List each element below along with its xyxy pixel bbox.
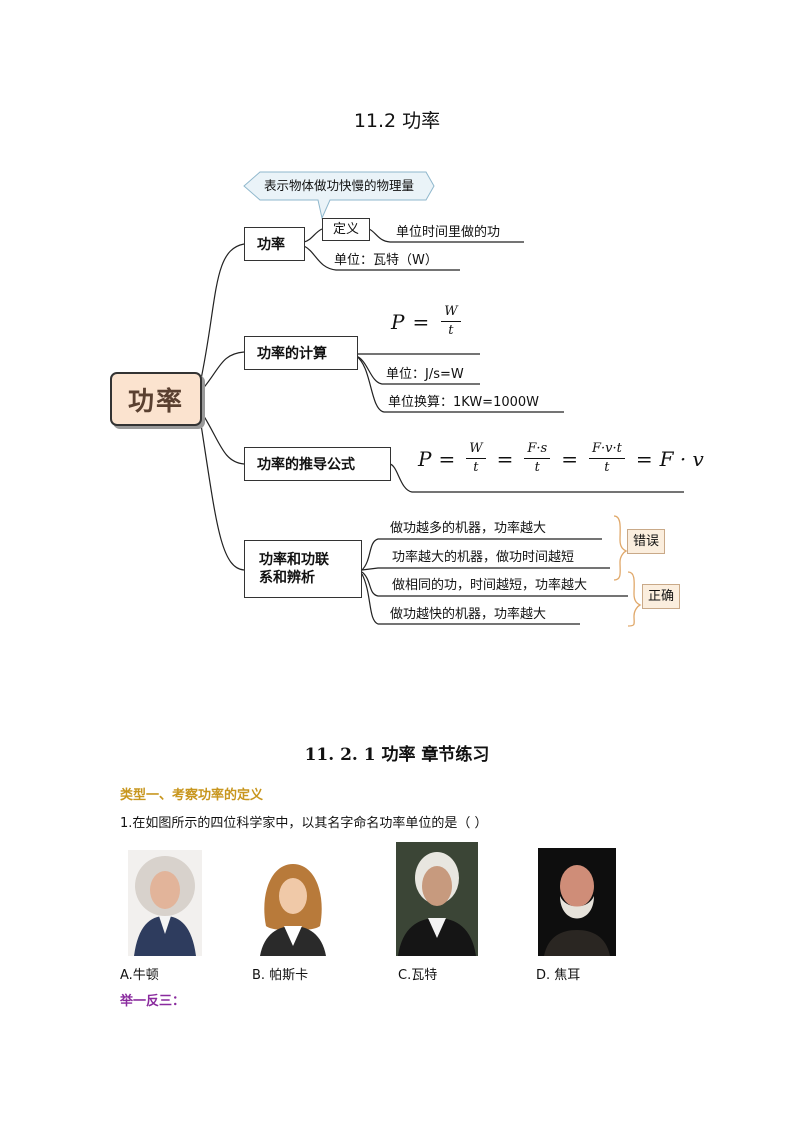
callout: 表示物体做功快慢的物理量 bbox=[244, 172, 434, 200]
derived-formula: P = W t = F·s t = F·v·t t = F · v bbox=[418, 441, 704, 476]
derived-fraction-1: W t bbox=[466, 441, 486, 476]
option-d: D. 焦耳 bbox=[536, 968, 581, 983]
connector-b2-conversion bbox=[355, 355, 564, 413]
formula-denominator: t bbox=[448, 323, 454, 338]
derived-num-3: F·v·t bbox=[588, 441, 625, 459]
derived-den-3: t bbox=[604, 460, 610, 475]
analysis-item-4: 做功越快的机器，功率越大 bbox=[390, 607, 547, 622]
derived-p: P bbox=[418, 446, 432, 471]
connector-b3-formula bbox=[389, 463, 684, 493]
question-text: 1.在如图所示的四位科学家中，以其名字命名功率单位的是（ ） bbox=[120, 816, 488, 831]
power-unit-text: 单位：瓦特（W） bbox=[334, 253, 438, 268]
extend-heading: 举一反三： bbox=[120, 994, 186, 1009]
connector-b1-unit bbox=[303, 245, 460, 271]
connector-b1-deftext bbox=[368, 228, 524, 243]
definition-text: 单位时间里做的功 bbox=[396, 225, 501, 240]
calc-unit-text: 单位：J/s=W bbox=[386, 367, 464, 382]
branch4-label-line1: 功率和功联 bbox=[259, 552, 329, 568]
connector-b4-item4 bbox=[361, 573, 580, 625]
definition-tag: 定义 bbox=[322, 218, 370, 241]
formula-fraction: W t bbox=[441, 304, 461, 339]
pascal-portrait bbox=[256, 856, 330, 956]
branch2-node: 功率的计算 bbox=[244, 336, 358, 370]
wrong-tag: 错误 bbox=[627, 529, 665, 554]
connector-b2-unit bbox=[355, 355, 480, 385]
page-title: 11.2 功率 bbox=[353, 110, 441, 132]
branch4-label-line2: 系和辨析 bbox=[259, 570, 315, 586]
derived-den-1: t bbox=[473, 460, 479, 475]
branch1-node: 功率 bbox=[244, 227, 305, 261]
option-b: B. 帕斯卡 bbox=[252, 968, 309, 983]
derived-fraction-2: F·s t bbox=[524, 441, 551, 476]
analysis-item-3: 做相同的功，时间越短，功率越大 bbox=[392, 578, 588, 593]
derived-eq-1: = bbox=[438, 446, 456, 471]
connector-b1-definition bbox=[303, 228, 323, 243]
branch3-node: 功率的推导公式 bbox=[244, 447, 391, 481]
connector-b4-item2 bbox=[361, 567, 610, 571]
connector-b4-item1 bbox=[361, 538, 602, 571]
derived-fraction-3: F·v·t t bbox=[588, 441, 625, 476]
analysis-item-2: 功率越大的机器，做功时间越短 bbox=[392, 550, 575, 565]
connector-b4-item3 bbox=[361, 571, 628, 597]
type-heading: 类型一、考察功率的定义 bbox=[120, 788, 264, 803]
bracket-wrong bbox=[613, 515, 628, 581]
derived-eq-3: = bbox=[561, 446, 578, 471]
connector-root-branch4 bbox=[199, 417, 245, 571]
mindmap-root-node: 功率 bbox=[110, 372, 202, 426]
power-formula: P = W t bbox=[391, 304, 465, 339]
option-a: A.牛顿 bbox=[120, 968, 159, 983]
connector-root-branch2 bbox=[199, 351, 245, 393]
right-tag: 正确 bbox=[642, 584, 680, 609]
section-title: 11. 2. 1 功率 章节练习 bbox=[304, 745, 490, 765]
connector-root-branch1 bbox=[199, 243, 245, 385]
formula-numerator: W bbox=[441, 304, 461, 322]
derived-fv: F · v bbox=[659, 446, 704, 471]
derived-eq-4: = bbox=[635, 446, 653, 471]
option-c: C.瓦特 bbox=[398, 968, 438, 983]
unit-conversion-text: 单位换算：1KW=1000W bbox=[388, 395, 540, 410]
formula-equals: = bbox=[412, 309, 430, 334]
callout-text: 表示物体做功快慢的物理量 bbox=[263, 178, 414, 193]
connector-root-branch3 bbox=[199, 409, 245, 465]
derived-num-2: F·s bbox=[524, 441, 551, 459]
branch4-node: 功率和功联 系和辨析 bbox=[244, 540, 362, 598]
watt-portrait bbox=[396, 842, 478, 956]
callout-bubble bbox=[243, 171, 435, 220]
formula-p: P bbox=[391, 309, 405, 334]
derived-eq-2: = bbox=[496, 446, 514, 471]
derived-num-1: W bbox=[466, 441, 486, 459]
bracket-right bbox=[627, 571, 642, 627]
joule-portrait bbox=[538, 848, 616, 956]
newton-portrait bbox=[128, 850, 202, 956]
analysis-item-1: 做功越多的机器，功率越大 bbox=[390, 521, 547, 536]
derived-den-2: t bbox=[534, 460, 540, 475]
mindmap-connectors bbox=[199, 171, 684, 627]
